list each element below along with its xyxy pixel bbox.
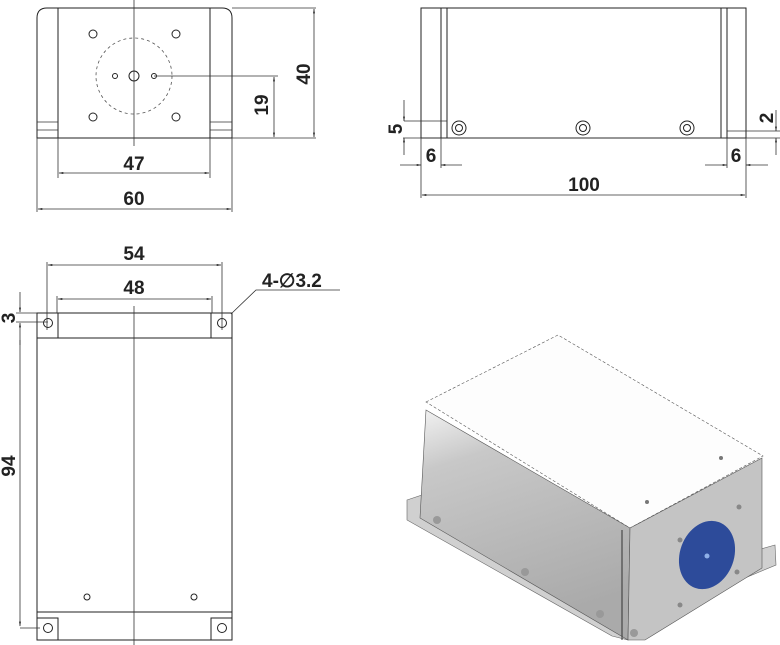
dim-54: 54 (123, 244, 145, 265)
dim-2: 2 (757, 113, 778, 124)
side-outline (420, 7, 747, 139)
screw-icon (679, 120, 695, 136)
dim-47: 47 (123, 154, 144, 175)
dim-40: 40 (294, 63, 315, 84)
dim-3: 3 (0, 313, 20, 324)
dim-60: 60 (123, 189, 144, 210)
mount-hole-icon (43, 623, 53, 633)
front-view: 47 60 19 40 (36, 0, 316, 212)
front-outline (36, 7, 233, 139)
dim-48: 48 (123, 278, 144, 299)
mount-hole-icon (43, 318, 53, 328)
hole-note: 4-∅3.2 (262, 271, 322, 292)
top-view: 54 48 4-∅3.2 3 94 (0, 244, 340, 645)
side-view: 5 6 6 2 100 (386, 7, 780, 198)
dim-6-left: 6 (426, 146, 437, 167)
dim-100: 100 (568, 175, 600, 196)
dim-5: 5 (386, 123, 407, 134)
mount-hole-icon (217, 623, 227, 633)
screw-icon (575, 120, 591, 136)
dim-94: 94 (0, 455, 20, 477)
top-face (425, 334, 764, 529)
dim-6-right: 6 (731, 146, 742, 167)
dim-19: 19 (252, 94, 273, 115)
isometric-view (406, 334, 777, 641)
top-outline (36, 312, 233, 641)
center-hole (128, 70, 140, 82)
screw-icon (451, 120, 467, 136)
